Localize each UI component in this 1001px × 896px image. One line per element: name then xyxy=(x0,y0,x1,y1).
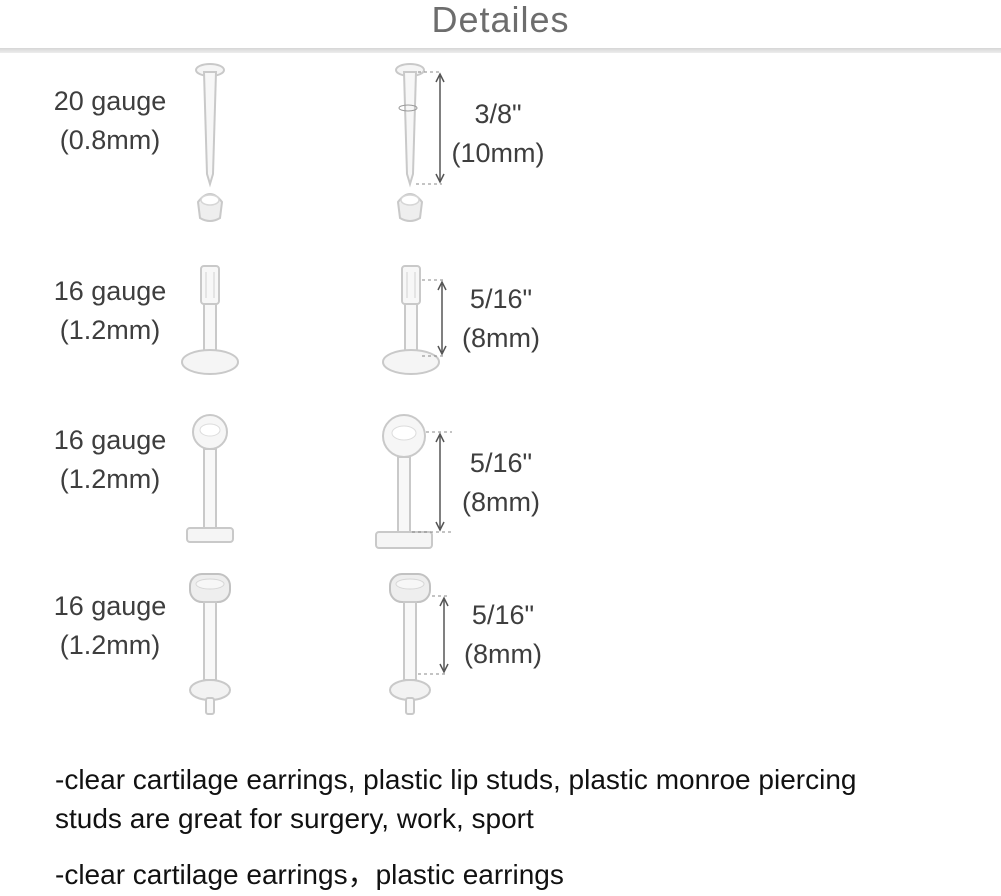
gauge-mm: (1.2mm) xyxy=(59,315,161,345)
stud-16g-ball-icon xyxy=(186,414,234,543)
length-inch: 3/8" xyxy=(474,99,522,129)
gauge-mm: (1.2mm) xyxy=(59,630,161,660)
gauge-mm: (1.2mm) xyxy=(59,464,161,494)
note-line-1: -clear cartilage earrings, plastic lip s… xyxy=(55,764,857,795)
stud-16g-ball-measured-icon xyxy=(375,414,452,549)
stud-16g-labret-measured-icon xyxy=(382,265,447,375)
length-mm: (8mm) xyxy=(462,487,540,517)
length-inch: 5/16" xyxy=(471,600,535,630)
note-line-3: -clear cartilage earrings，plastic earrin… xyxy=(55,859,564,890)
title-divider xyxy=(0,48,1001,53)
row-4-length: 5/16" (8mm) xyxy=(448,596,558,674)
stud-16g-flat-disc-measured-icon xyxy=(389,573,449,715)
gauge-label: 16 gauge xyxy=(53,425,167,455)
stud-16g-flat-disc-icon xyxy=(189,573,231,715)
gauge-label: 16 gauge xyxy=(53,591,167,621)
gauge-label: 20 gauge xyxy=(53,86,167,116)
stud-20g-pin-measured-icon xyxy=(395,63,445,222)
note-line-2: studs are great for surgery, work, sport xyxy=(55,803,534,834)
row-2-length: 5/16" (8mm) xyxy=(446,280,556,358)
gauge-label: 16 gauge xyxy=(53,276,167,306)
length-inch: 5/16" xyxy=(469,284,533,314)
row-2-gauge: 16 gauge (1.2mm) xyxy=(30,272,190,350)
length-inch: 5/16" xyxy=(469,448,533,478)
page-title: Detailes xyxy=(431,0,570,40)
length-mm: (8mm) xyxy=(462,323,540,353)
stud-20g-pin-icon xyxy=(195,63,225,222)
row-4-gauge: 16 gauge (1.2mm) xyxy=(30,587,190,665)
gauge-mm: (0.8mm) xyxy=(59,125,161,155)
row-1-gauge: 20 gauge (0.8mm) xyxy=(30,82,190,160)
length-mm: (10mm) xyxy=(451,138,545,168)
length-mm: (8mm) xyxy=(464,639,542,669)
row-1-length: 3/8" (10mm) xyxy=(443,95,553,173)
row-3-length: 5/16" (8mm) xyxy=(446,444,556,522)
row-3-gauge: 16 gauge (1.2mm) xyxy=(30,421,190,499)
stud-16g-labret-icon xyxy=(181,265,239,375)
